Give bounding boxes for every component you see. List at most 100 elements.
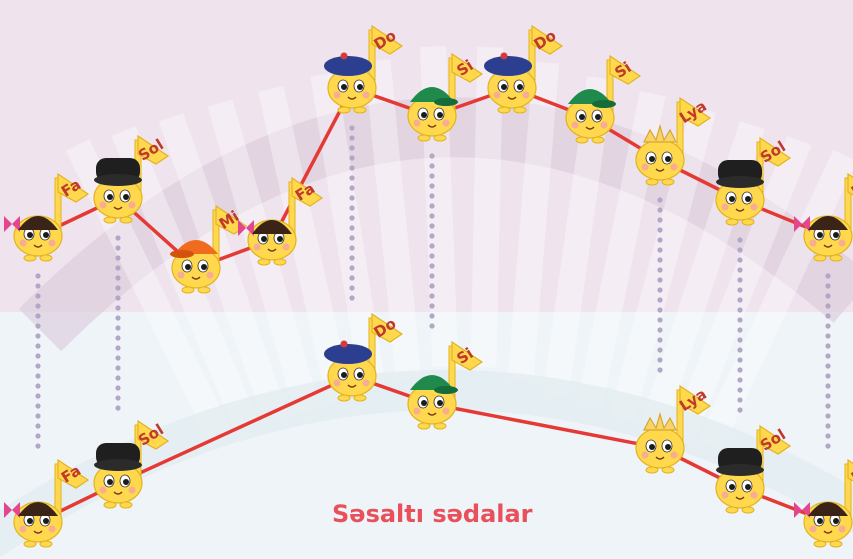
- connector-dot: [825, 323, 831, 329]
- connector-dot: [349, 285, 355, 291]
- connector-dot: [429, 263, 435, 269]
- connector-dot: [657, 297, 663, 303]
- connector-dot: [737, 237, 743, 243]
- bottom-note-si: Si: [407, 340, 484, 430]
- connector-dot: [349, 145, 355, 151]
- bottom-note-sol: Sol: [715, 424, 792, 514]
- connector-dot: [35, 373, 41, 379]
- connector-dot: [349, 155, 355, 161]
- orange-cap-icon: [170, 240, 218, 258]
- connector-dot: [115, 285, 121, 291]
- connector-dot: [657, 197, 663, 203]
- blue-beret-icon: [484, 52, 532, 76]
- note-label: Fa: [848, 461, 853, 487]
- connector-dot: [825, 293, 831, 299]
- connector-dot: [429, 283, 435, 289]
- connector-dot: [429, 253, 435, 259]
- note-flag: [609, 54, 642, 85]
- note-head-face: [635, 139, 685, 181]
- connector-dot: [825, 283, 831, 289]
- connector-dot: [737, 367, 743, 373]
- connector-dot: [657, 337, 663, 343]
- connector-dot: [115, 345, 121, 351]
- pink-bow-icon: [794, 216, 848, 232]
- top-note-do: Do: [484, 24, 564, 114]
- connector-dot: [825, 343, 831, 349]
- connector-dot: [349, 255, 355, 261]
- tiara-icon: [643, 411, 677, 431]
- black-papakha-icon: [94, 443, 142, 471]
- connector-dot: [349, 175, 355, 181]
- connector-dot: [35, 423, 41, 429]
- connector-dot: [737, 277, 743, 283]
- connector-dot: [657, 327, 663, 333]
- tiara-icon: [643, 123, 677, 143]
- black-papakha-icon: [716, 160, 764, 188]
- connector-dot: [349, 135, 355, 141]
- connector-dot: [429, 273, 435, 279]
- connector-dot: [429, 153, 435, 159]
- connector-dot: [35, 403, 41, 409]
- connector-dot: [35, 393, 41, 399]
- connector-dot: [825, 303, 831, 309]
- connector-dot: [825, 333, 831, 339]
- connector-dot: [115, 395, 121, 401]
- note-head-face: [635, 427, 685, 469]
- connector-dot: [349, 225, 355, 231]
- note-label: Fa: [848, 175, 853, 201]
- connector-dot: [737, 267, 743, 273]
- connector-dot: [35, 333, 41, 339]
- top-note-si: Si: [407, 52, 484, 142]
- connector-dot: [35, 433, 41, 439]
- connector-dot: [35, 293, 41, 299]
- note-flag: [371, 312, 404, 343]
- connector-dot: [35, 323, 41, 329]
- connector-dot: [35, 343, 41, 349]
- top-note-do: Do: [324, 24, 404, 114]
- note-flag: [679, 96, 712, 127]
- note-flag: [531, 24, 564, 55]
- connector-dot: [825, 443, 831, 449]
- connector-dot: [825, 313, 831, 319]
- connector-dot: [737, 377, 743, 383]
- connector-dot: [825, 363, 831, 369]
- connector-dot: [115, 235, 121, 241]
- connector-dot: [657, 217, 663, 223]
- black-papakha-icon: [94, 158, 142, 186]
- connector-dot: [657, 237, 663, 243]
- top-note-fa: Fa: [794, 172, 853, 262]
- connector-dot: [825, 393, 831, 399]
- connector-dot: [657, 347, 663, 353]
- note-flag: [137, 134, 170, 165]
- connector-dot: [115, 365, 121, 371]
- note-flag: [137, 419, 170, 450]
- connector-dot: [429, 173, 435, 179]
- connector-dot: [35, 363, 41, 369]
- connector-dot: [737, 397, 743, 403]
- connector-dot: [115, 305, 121, 311]
- connector-dot: [349, 275, 355, 281]
- connector-dot: [115, 355, 121, 361]
- connector-dot: [35, 273, 41, 279]
- connector-dot: [737, 327, 743, 333]
- connector-dot: [657, 257, 663, 263]
- connector-dot: [429, 183, 435, 189]
- pink-bow-icon: [794, 502, 848, 518]
- bottom-note-fa: Fa: [794, 458, 853, 548]
- green-cap-icon: [568, 89, 616, 108]
- connector-dot: [825, 403, 831, 409]
- connector-dot: [429, 323, 435, 329]
- note-flag: [759, 424, 792, 455]
- connector-dot: [657, 247, 663, 253]
- connector-dot: [115, 315, 121, 321]
- connector-dot: [429, 293, 435, 299]
- connector-dot: [349, 195, 355, 201]
- note-flag: [57, 172, 90, 203]
- connector-dot: [35, 313, 41, 319]
- caption-text: Səsaltı sədalar: [332, 500, 533, 528]
- connector-dot: [349, 205, 355, 211]
- connector-dot: [737, 347, 743, 353]
- connector-dot: [737, 307, 743, 313]
- bottom-note-fa: Fa: [4, 458, 90, 548]
